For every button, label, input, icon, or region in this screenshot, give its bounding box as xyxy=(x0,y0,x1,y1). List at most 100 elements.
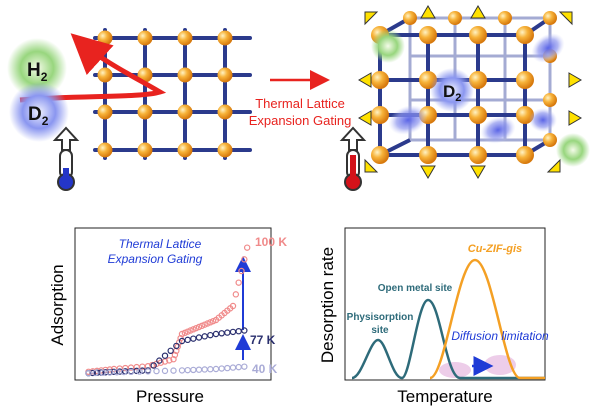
metal-node xyxy=(97,30,113,46)
adsorption-point xyxy=(170,367,177,374)
metal-node-front xyxy=(371,146,389,164)
metal-node xyxy=(97,142,113,158)
adsorption-point xyxy=(241,327,248,334)
adsorption-point xyxy=(178,337,186,345)
metal-node xyxy=(177,104,193,120)
metal-node-front xyxy=(371,106,389,124)
h2-molecule-left: H2 xyxy=(7,38,67,98)
metal-node xyxy=(137,104,153,120)
adsorption-point xyxy=(241,363,248,370)
orange-desorption-curve xyxy=(429,258,545,380)
adsorption-point xyxy=(184,336,191,344)
metal-node xyxy=(137,30,153,46)
metal-node-front xyxy=(516,146,534,164)
adsorption-point xyxy=(92,369,99,377)
expansion-arrow-icon xyxy=(470,5,486,19)
metal-node-front xyxy=(469,71,487,89)
expansion-arrow-icon xyxy=(358,110,372,126)
desorption-plot: Desorption rate Temperature Cu-ZIF-gis O… xyxy=(318,227,549,406)
adsorption-point xyxy=(136,368,143,375)
adsorption-point xyxy=(89,369,96,377)
adsorption-point xyxy=(166,357,173,364)
diffusion-label: Diffusion limitation xyxy=(451,329,549,343)
temp-40k: 40 K xyxy=(252,362,278,376)
metal-node-back xyxy=(543,133,557,147)
metal-node-front xyxy=(419,26,437,44)
adsorption-point xyxy=(120,368,128,376)
expansion-arrow-icon xyxy=(558,11,573,26)
metal-node xyxy=(217,142,233,158)
expansion-arrow-icon xyxy=(568,110,582,126)
physisorption-label-line2: site xyxy=(371,325,389,336)
metal-node-front xyxy=(469,146,487,164)
metal-node xyxy=(217,30,233,46)
metal-node xyxy=(217,67,233,83)
expansion-arrow-icon xyxy=(546,158,561,173)
metal-node xyxy=(217,104,233,120)
adsorption-point xyxy=(156,357,163,364)
metal-node xyxy=(177,67,193,83)
adsorption-point xyxy=(173,342,180,350)
temp-77k: 77 K xyxy=(250,333,276,347)
physisorption-label-line1: Physisorption xyxy=(347,312,414,323)
adsorption-point xyxy=(238,267,245,275)
adsorption-point xyxy=(232,291,240,298)
metal-node-back xyxy=(498,11,512,25)
metal-node-front xyxy=(469,26,487,44)
reflect-arrow xyxy=(19,33,167,103)
thermometer-cold-icon xyxy=(52,126,80,191)
diffusing-molecules xyxy=(371,29,590,167)
adsorption-point xyxy=(85,370,92,377)
metal-node xyxy=(97,104,113,120)
metal-node-front xyxy=(516,71,534,89)
adsorption-point xyxy=(144,368,152,375)
metal-node-front xyxy=(516,26,534,44)
adsorption-point xyxy=(150,362,157,369)
metal-node-back xyxy=(448,11,462,25)
expansion-arrow-icon xyxy=(364,11,379,26)
expansion-arrow-icon xyxy=(420,165,436,179)
svg-text:H2: H2 xyxy=(27,60,48,84)
expansion-arrow-icon xyxy=(470,165,486,179)
adsorption-point xyxy=(195,334,203,341)
metal-node-back xyxy=(403,11,417,25)
expansion-arrow-icon xyxy=(568,72,582,88)
gating-label-line1: Thermal Lattice xyxy=(255,96,345,111)
adsorption-point xyxy=(127,368,135,375)
adsorption-point xyxy=(161,367,169,375)
d2-molecule-left: D2 xyxy=(9,82,69,142)
adsorption-points xyxy=(85,244,251,377)
expansion-arrow-icon xyxy=(358,72,372,88)
adsorption-point xyxy=(153,367,160,375)
adsorption-point xyxy=(235,279,242,286)
adsorption-point xyxy=(229,302,237,310)
adsorption-point xyxy=(207,331,214,339)
desorption-ylabel: Desorption rate xyxy=(318,247,337,363)
adsorption-plot: Adsorption Pressure Thermal Lattice Expa… xyxy=(48,227,287,406)
metal-node-back xyxy=(543,11,557,25)
desorption-xlabel: Temperature xyxy=(397,387,492,406)
metal-node-front xyxy=(419,146,437,164)
adsorption-point xyxy=(113,369,121,376)
metal-node xyxy=(177,30,193,46)
adsorption-point xyxy=(190,335,197,342)
adsorption-point xyxy=(161,352,169,359)
expansion-arrow-icon xyxy=(420,5,436,19)
svg-text:D2: D2 xyxy=(28,104,49,128)
metal-node-front xyxy=(469,106,487,124)
adsorption-point xyxy=(201,333,208,340)
svg-text:D2: D2 xyxy=(443,82,461,104)
open-metal-label: Open metal site xyxy=(378,283,453,294)
adsorption-point xyxy=(102,369,109,376)
metal-node-back xyxy=(543,93,557,107)
adsorption-point xyxy=(161,358,169,365)
metal-node-front xyxy=(371,71,389,89)
gating-annotation-line2: Expansion Gating xyxy=(108,252,203,266)
thermometer-hot-icon xyxy=(339,126,367,191)
cuzif-label: Cu-ZIF-gis xyxy=(468,243,522,255)
adsorption-point xyxy=(243,244,251,251)
adsorption-ylabel: Adsorption xyxy=(48,264,67,345)
expansion-arrows xyxy=(358,5,582,179)
metal-node xyxy=(137,142,153,158)
